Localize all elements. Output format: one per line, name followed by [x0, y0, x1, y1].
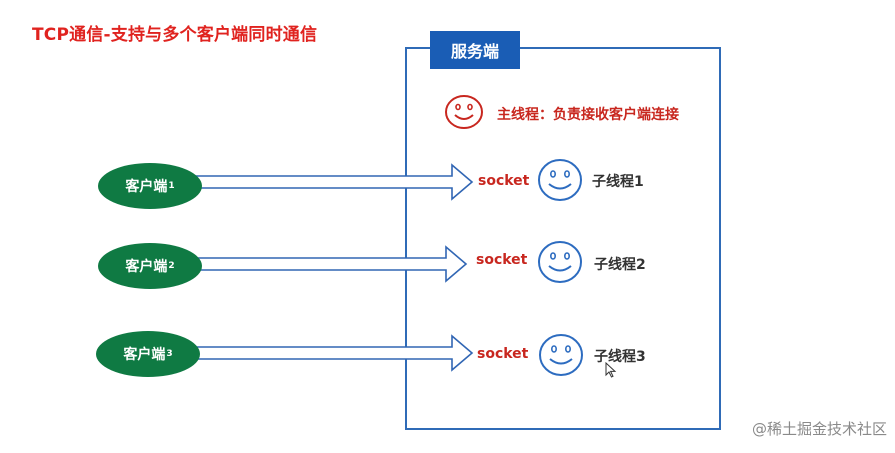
mouse-cursor-icon: [605, 362, 617, 378]
socket-label-1: socket: [478, 173, 530, 189]
client-1-index: 1: [168, 181, 175, 191]
watermark: @稀土掘金技术社区: [751, 420, 887, 438]
thread-2-smiley-icon: [538, 241, 582, 283]
client-3-label: 客户端: [123, 347, 166, 363]
client-3-index: 3: [166, 349, 173, 359]
server-label: 服务端: [430, 31, 520, 69]
thread-label-3: 子线程3: [594, 349, 646, 365]
client-2-index: 2: [168, 261, 175, 271]
diagram-title: TCP通信-支持与多个客户端同时通信: [32, 25, 318, 45]
server-box: [405, 47, 721, 430]
connection-arrow-1: [191, 163, 474, 201]
connection-arrow-3: [190, 334, 474, 372]
connection-arrow-2: [192, 245, 468, 283]
socket-label-2: socket: [476, 252, 528, 268]
main-thread-label: 主线程：负责接收客户端连接: [497, 107, 679, 123]
socket-label-3: socket: [477, 346, 529, 362]
thread-label-1: 子线程1: [592, 174, 644, 190]
thread-3-smiley-icon: [539, 334, 583, 376]
client-2-label: 客户端: [125, 259, 168, 275]
thread-1-smiley-icon: [538, 159, 582, 201]
client-1-label: 客户端: [125, 179, 168, 195]
main-thread-smiley-icon: [445, 95, 483, 129]
thread-label-2: 子线程2: [594, 257, 646, 273]
